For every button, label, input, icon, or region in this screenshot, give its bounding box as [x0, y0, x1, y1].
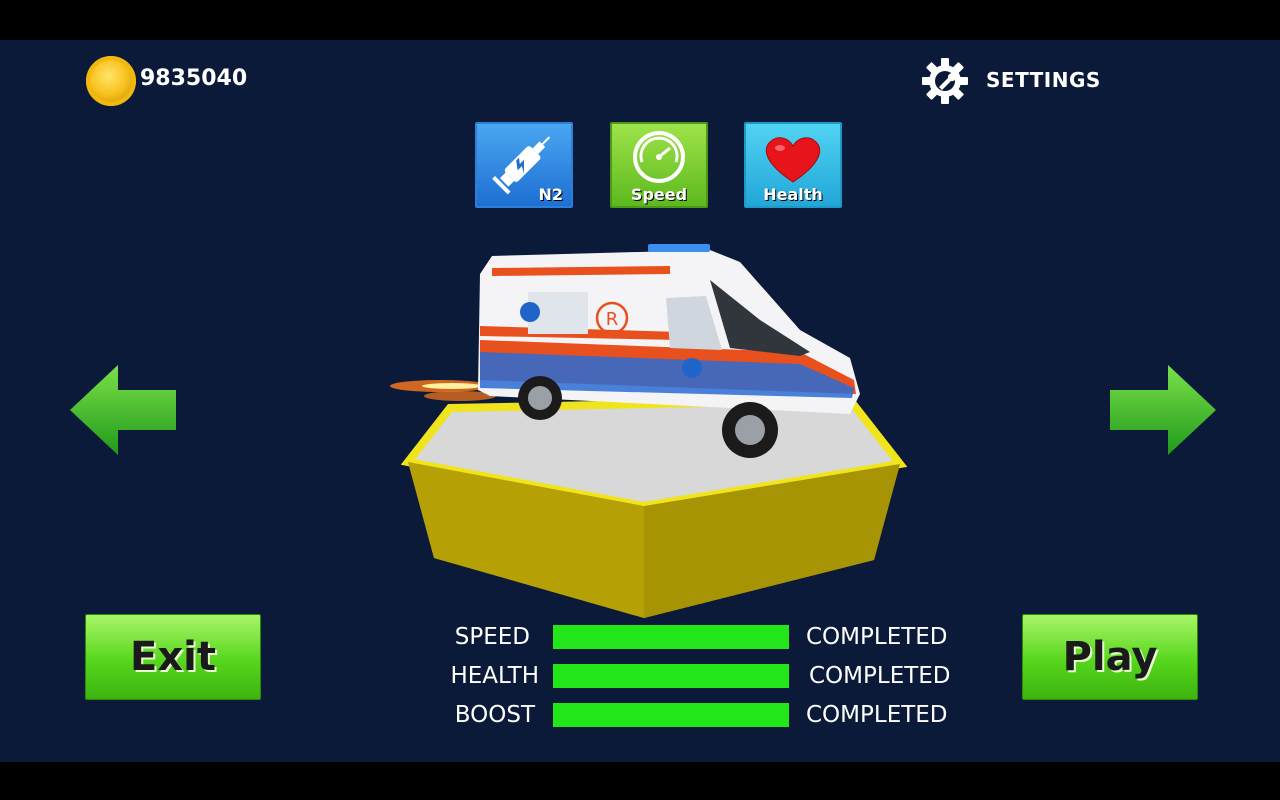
heart-icon [765, 137, 821, 183]
coin-count: 9835040 [140, 66, 248, 91]
coin-icon [86, 56, 136, 106]
stat-fill [553, 664, 789, 688]
stat-status-boost: COMPLETED [806, 702, 948, 728]
exhaust-flame [390, 380, 496, 401]
stat-label-boost: BOOST [454, 702, 535, 728]
powerup-n2[interactable]: N2 [475, 122, 573, 208]
arrow-right-icon[interactable] [1110, 365, 1216, 455]
arrow-left-icon[interactable] [70, 365, 176, 455]
exit-button[interactable]: Exit [85, 614, 261, 700]
powerup-label: Speed [630, 185, 688, 204]
bottom-letterbox [0, 762, 1280, 800]
syringe-icon [492, 136, 551, 195]
speedometer-icon [633, 131, 685, 183]
top-letterbox [0, 0, 1280, 40]
stat-status-speed: COMPLETED [806, 624, 948, 650]
stat-label-health: HEALTH [450, 663, 539, 689]
stat-label-speed: SPEED [454, 624, 530, 650]
powerup-health[interactable]: Health [744, 122, 842, 208]
play-label: Play [1062, 634, 1158, 680]
settings-button[interactable]: SETTINGS [986, 68, 1101, 92]
stat-bar-health [553, 664, 789, 688]
livery-letter: R [606, 309, 619, 330]
play-button[interactable]: Play [1022, 614, 1198, 700]
exit-label: Exit [130, 634, 216, 680]
stat-fill [553, 703, 789, 727]
powerup-speed[interactable]: Speed [610, 122, 708, 208]
stat-fill [553, 625, 789, 649]
stat-bar-boost [553, 703, 789, 727]
vehicle-preview: R [390, 244, 908, 618]
gear-icon[interactable] [920, 56, 970, 106]
stat-bar-speed [553, 625, 789, 649]
platform [400, 395, 908, 618]
ambulance: R [478, 244, 860, 458]
powerup-label: N2 [538, 185, 563, 204]
stat-status-health: COMPLETED [809, 663, 951, 689]
powerup-label: Health [763, 185, 823, 204]
